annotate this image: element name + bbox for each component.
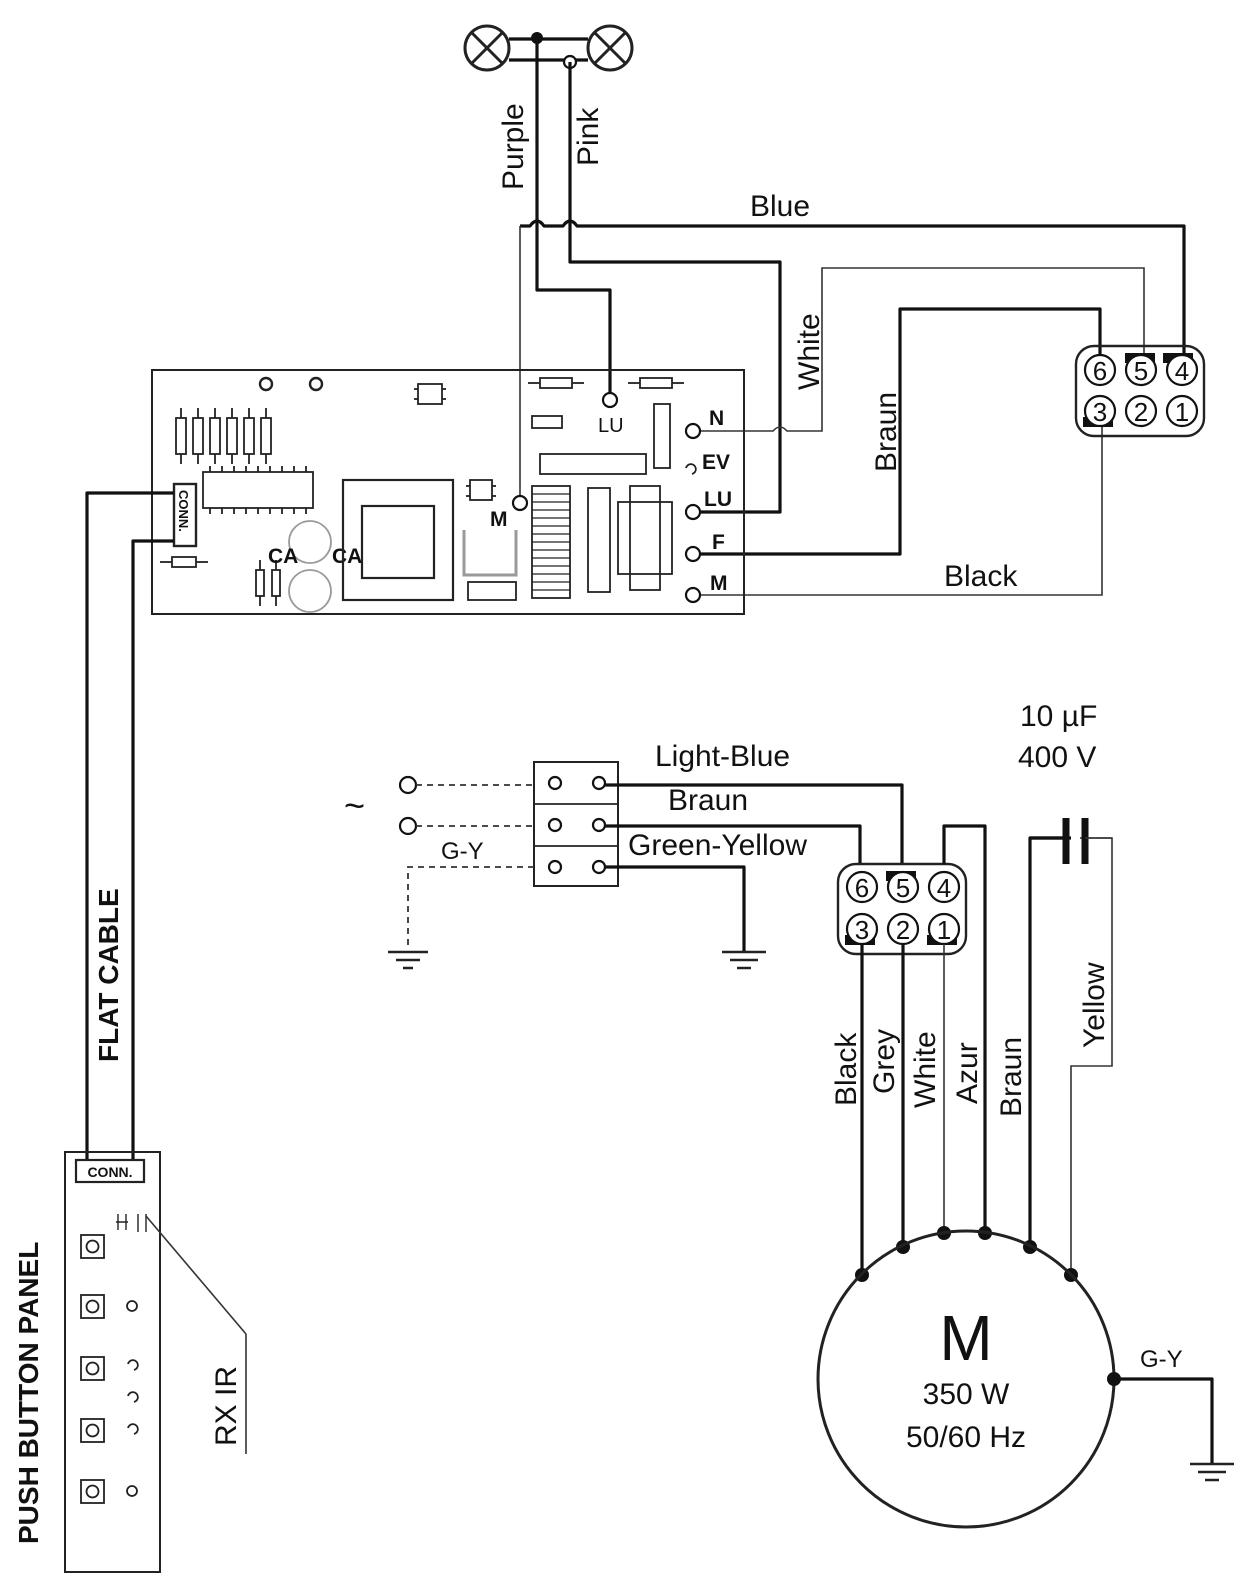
motor-power: 350 W <box>923 1378 1010 1411</box>
panel-conn-label: CONN. <box>87 1164 132 1180</box>
motor-connector: 6 5 4 3 2 1 <box>836 862 968 956</box>
pin-label: 4 <box>937 873 951 903</box>
pin-label: 6 <box>1093 356 1107 386</box>
motor-frequency: 50/60 Hz <box>906 1421 1026 1454</box>
upper-wiring <box>511 38 1186 596</box>
pin-label: 4 <box>1175 356 1189 386</box>
motor-test-point-label: M <box>490 508 508 531</box>
flat-cable <box>85 491 174 1160</box>
pin-label: 2 <box>1134 397 1148 427</box>
wire-label-motor-yellow: Yellow <box>1078 962 1111 1048</box>
panel-button[interactable] <box>80 1294 105 1319</box>
resistor-array <box>175 408 272 464</box>
wire-black <box>693 420 1103 596</box>
terminal-label-m: M <box>710 572 728 595</box>
upper-connector: 6 5 4 3 2 1 <box>1074 344 1206 438</box>
terminal-label-ev: EV <box>702 451 730 474</box>
motor-icon <box>816 1229 1234 1529</box>
terminal-label-lu: LU <box>704 488 732 511</box>
pin-label: 5 <box>1134 356 1148 386</box>
lamp-right-icon <box>586 24 634 72</box>
ac-symbol: ~ <box>344 785 365 826</box>
wire-label-light-blue: Light-Blue <box>655 740 790 773</box>
wire-motor-braun <box>1028 836 1071 1247</box>
wire-label-green-yellow: Green-Yellow <box>628 829 807 862</box>
wire-label-motor-grey: Grey <box>868 1029 901 1094</box>
pin-label: 1 <box>1175 397 1189 427</box>
panel-button[interactable] <box>80 1479 105 1504</box>
lamps <box>463 24 634 72</box>
wire-white <box>693 267 1145 432</box>
lamp-test-point-label: LU <box>598 415 624 437</box>
motor-wiring <box>855 818 1113 1282</box>
wire-braun-mains <box>605 824 862 864</box>
capacitor-voltage-label: 400 V <box>1018 741 1096 774</box>
flat-cable-label: FLAT CABLE <box>93 888 124 1062</box>
pin-label: 3 <box>855 915 869 945</box>
ground-icon <box>722 950 766 970</box>
wire-label-white: White <box>793 313 826 390</box>
ground-icon <box>388 950 428 970</box>
terminal-label-n: N <box>709 407 724 430</box>
pin-label: 6 <box>855 873 869 903</box>
wire-label-motor-black: Black <box>830 1032 863 1106</box>
motor-ground-label: G-Y <box>1140 1346 1183 1373</box>
wire-label-black: Black <box>944 560 1018 593</box>
wire-purple <box>535 38 612 400</box>
capacitor-icon <box>1030 818 1112 864</box>
wire-label-braun-mains: Braun <box>668 784 748 817</box>
rx-ir-label: RX IR <box>210 1366 243 1446</box>
motor-symbol: M <box>939 1302 992 1374</box>
wire-label-motor-braun: Braun <box>995 1037 1028 1117</box>
wire-light-blue <box>605 783 904 864</box>
wire-blue <box>520 219 1186 358</box>
wire-motor-yellow <box>1070 837 1113 1275</box>
wire-label-motor-white: White <box>909 1031 942 1108</box>
panel-button[interactable] <box>80 1356 105 1381</box>
board-conn-label: CONN. <box>176 490 191 532</box>
lamp-left-icon <box>463 24 511 72</box>
ca-label: CA <box>332 545 362 568</box>
panel-button[interactable] <box>80 1418 105 1443</box>
pin-label: 1 <box>937 915 951 945</box>
capacitor-capacitance-label: 10 µF <box>1020 700 1097 733</box>
wire-pink <box>568 62 782 514</box>
pin-label: 5 <box>896 873 910 903</box>
wire-label-motor-azur: Azur <box>951 1042 984 1104</box>
mains-ground-label: G-Y <box>441 838 484 865</box>
ground-icon <box>1190 1462 1234 1482</box>
ca-label: CA <box>268 545 298 568</box>
wire-motor-azur <box>942 824 987 1233</box>
panel-button[interactable] <box>80 1234 105 1259</box>
push-button-panel-label: PUSH BUTTON PANEL <box>13 1242 44 1544</box>
push-button-panel: CONN. <box>64 1151 247 1573</box>
terminal-label-f: F <box>712 531 725 554</box>
wire-braun <box>693 307 1102 556</box>
wire-label-purple: Purple <box>497 103 530 190</box>
mains-terminal-block: ~ G-Y <box>344 761 904 970</box>
wire-label-pink: Pink <box>572 107 605 166</box>
wire-green-yellow <box>605 865 746 952</box>
pin-label: 2 <box>896 915 910 945</box>
wire-label-blue: Blue <box>750 190 810 223</box>
control-board: CONN. CA CA <box>151 369 745 615</box>
wire-label-braun: Braun <box>870 392 903 472</box>
pin-label: 3 <box>1093 397 1107 427</box>
